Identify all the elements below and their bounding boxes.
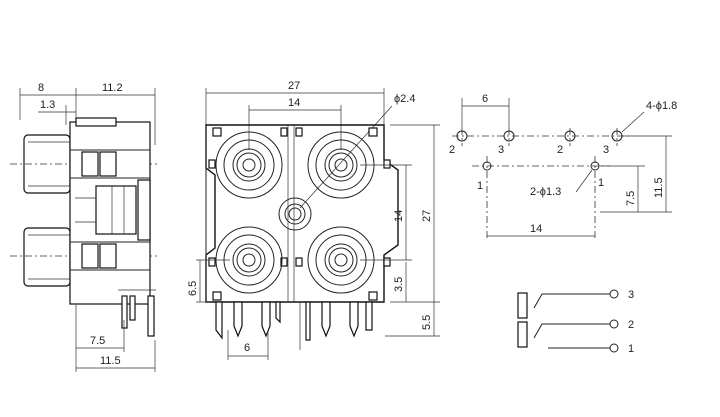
pcb-pin-label: 1: [477, 180, 483, 192]
body-tab: [295, 257, 303, 267]
side-dim-label-8: 8: [38, 82, 44, 94]
body-tab: [212, 127, 222, 137]
pin-schematic: 3 2 1: [517, 289, 634, 355]
schematic-terminal-2: [609, 319, 619, 329]
rear-block: [137, 179, 151, 241]
side-pin: [129, 295, 136, 321]
body-tab: [212, 291, 222, 301]
schematic-label-3: 3: [628, 289, 634, 301]
side-view: 8 11.2 1.3: [10, 82, 160, 372]
side-dim-label-1-3: 1.3: [40, 99, 55, 111]
pcb-dim-label-large-holes: 4-ϕ1.8: [646, 100, 677, 112]
side-dim-label-11-5: 11.5: [100, 355, 121, 367]
hole-leader: [299, 105, 393, 209]
pcb-leader: [575, 169, 593, 193]
pcb-pin-label: 3: [498, 144, 504, 156]
pcb-dim-label-14: 14: [530, 223, 542, 235]
pcb-hole-large: [564, 130, 576, 142]
body-tab: [208, 159, 216, 169]
pcb-hole-small: [482, 161, 492, 171]
pcb-dim-label-small-holes: 2-ϕ1.3: [530, 186, 561, 198]
front-view: 27 14 ϕ2.4: [187, 80, 440, 360]
front-dim-label-6: 6: [244, 342, 250, 354]
front-pins: [215, 301, 373, 341]
pcb-pin-label: 1: [598, 177, 604, 189]
front-dim-label-14: 14: [288, 97, 300, 109]
body-tab: [383, 257, 391, 267]
front-dim-label-5-5: 5.5: [421, 315, 433, 330]
schematic-label-2: 2: [628, 319, 634, 331]
front-dim-label-14-v: 14: [393, 210, 405, 222]
front-dim-label-hole: ϕ2.4: [394, 93, 415, 105]
body-tab: [208, 257, 216, 267]
schematic-terminal-3: [609, 289, 619, 299]
schematic-wire-2: [533, 323, 610, 339]
body-tab: [280, 257, 288, 267]
schematic-label-1: 1: [628, 343, 634, 355]
body-tab: [368, 127, 378, 137]
front-dim-label-27: 27: [288, 80, 300, 92]
contact-block: [99, 151, 117, 177]
side-pin: [121, 295, 128, 329]
pcb-dim-label-11-5: 11.5: [653, 177, 665, 198]
side-dim-label-11-2: 11.2: [102, 82, 123, 94]
body-tab: [368, 291, 378, 301]
pcb-hole-large: [503, 130, 515, 142]
side-dim-label-7-5: 7.5: [90, 335, 105, 347]
front-dim-label-6-5: 6.5: [187, 281, 199, 296]
pcb-pin-label: 3: [603, 144, 609, 156]
pcb-pin-label: 2: [449, 144, 455, 156]
contact-block: [81, 243, 99, 269]
contact-block: [81, 151, 99, 177]
pcb-dim-label-7-5: 7.5: [625, 191, 637, 206]
lower-rca-barrel: [23, 227, 71, 287]
schematic-contact-lower: [517, 321, 528, 348]
pcb-pin-label: 2: [557, 144, 563, 156]
contact-block: [99, 243, 117, 269]
pcb-layout: 6 4-ϕ1.8 2 3 2 3 1 1 2-ϕ1.3 7: [449, 93, 677, 240]
pcb-hole-small: [590, 161, 600, 171]
body-tab: [295, 127, 303, 137]
front-dim-label-27-v: 27: [421, 210, 433, 222]
body-tab: [280, 127, 288, 137]
schematic-terminal-1: [609, 343, 619, 353]
schematic-contact-upper: [517, 292, 528, 319]
rca-jack-top-left: [215, 131, 283, 199]
side-housing-top: [75, 117, 117, 127]
body-tab: [383, 159, 391, 169]
pcb-dim-label-6: 6: [482, 93, 488, 105]
pcb-hole-large: [456, 130, 468, 142]
front-body-outline: [205, 124, 399, 303]
front-dim-label-3-5: 3.5: [393, 277, 405, 292]
schematic-wire-3: [533, 293, 610, 309]
center-mounting-hole: [278, 197, 312, 231]
middle-insert: [95, 185, 137, 235]
pcb-leader: [621, 111, 645, 133]
side-pin: [147, 295, 155, 337]
